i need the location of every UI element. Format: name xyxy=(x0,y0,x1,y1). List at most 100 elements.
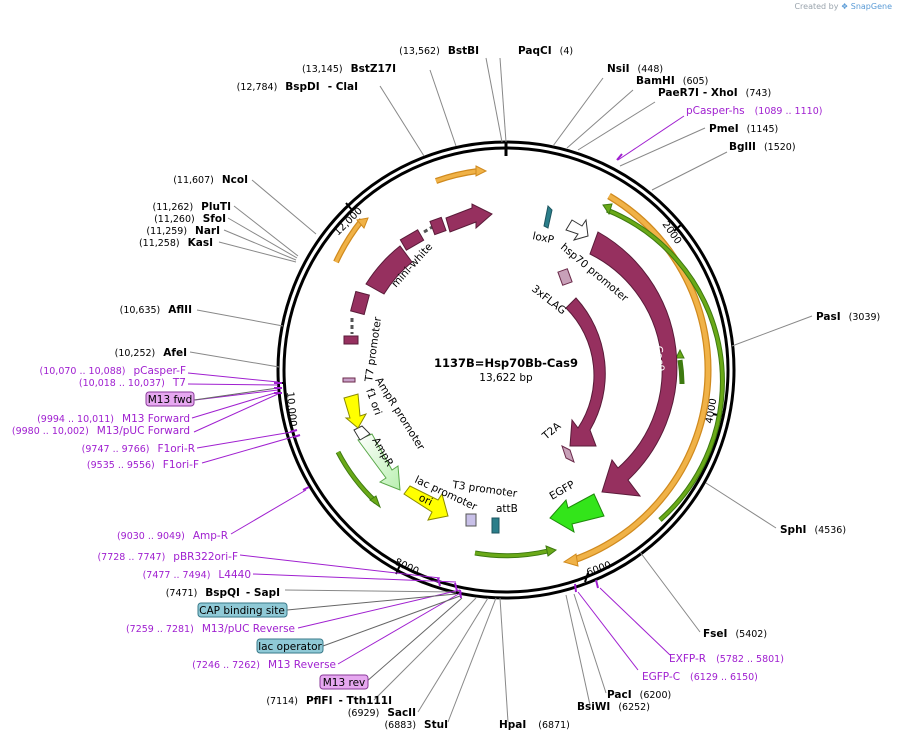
svg-text:PmeI(1145): PmeI(1145) xyxy=(709,123,778,135)
orf-arrowhead-right xyxy=(562,553,579,567)
site-hpai: HpaI xyxy=(499,719,526,731)
label-3xflag: 3xFLAG xyxy=(529,283,568,317)
credit-prefix: Created by xyxy=(794,2,839,11)
mini-white-seg-2 xyxy=(350,290,370,316)
orf-arrowhead-left xyxy=(356,217,369,229)
lac-operator-box xyxy=(256,638,324,654)
site-aflii: AflII xyxy=(168,304,192,316)
cap-binding-site-label: CAP binding site xyxy=(199,605,285,617)
svg-text:(10,018 .. 10,037)T7: (10,018 .. 10,037)T7 xyxy=(79,377,186,389)
primer-m13-forward: M13 Forward xyxy=(122,413,190,425)
primer-pbr322ori-f: pBR322ori-F xyxy=(173,551,238,563)
orf-arcs xyxy=(333,165,712,567)
site-bsiwi: BsiWI xyxy=(577,701,610,713)
primer-exfp-r: EXFP-R xyxy=(669,653,706,665)
cas9-outer-arrow xyxy=(589,231,678,497)
primer-f1ori-r: F1ori-R xyxy=(158,443,195,455)
svg-text:(11,260)SfoI: (11,260)SfoI xyxy=(154,213,226,225)
tick-label-10000: 10,000 xyxy=(284,391,298,427)
snapgene-logo-icon: ❖ xyxy=(841,2,849,11)
svg-text:(11,262)PluTI: (11,262)PluTI xyxy=(153,201,232,213)
plasmid-name: 1137B=Hsp70Bb-Cas9 xyxy=(434,356,578,370)
svg-text:PaeR7I- XhoI(743): PaeR7I- XhoI(743) xyxy=(658,87,771,99)
site-ncoi: NcoI xyxy=(222,174,248,186)
site-pluti: PluTI xyxy=(201,201,231,213)
f1-ori-arrow xyxy=(343,393,368,429)
label-egfp: EGFP xyxy=(548,479,578,503)
svg-text:(7477 .. 7494)L4440: (7477 .. 7494)L4440 xyxy=(143,569,251,581)
primer-t7: T7 xyxy=(172,377,186,389)
site-sfoi: SfoI xyxy=(203,213,226,225)
green-arrowhead-bottom xyxy=(545,545,558,557)
label-cas9-outer: Cas9 xyxy=(652,345,666,372)
svg-text:PaqCI(4): PaqCI(4) xyxy=(518,45,573,57)
svg-text:PasI(3039): PasI(3039) xyxy=(816,311,880,323)
site-paqci: PaqCI xyxy=(518,45,552,57)
svg-text:(10,070 .. 10,088)pCasper-F: (10,070 .. 10,088)pCasper-F xyxy=(40,365,186,377)
svg-text:SphI(4536): SphI(4536) xyxy=(780,524,846,536)
label-t2a: T2A xyxy=(539,420,564,443)
t7-promoter-marker xyxy=(342,377,356,383)
site-sacii: SacII xyxy=(387,707,416,719)
features xyxy=(342,203,678,534)
primer-labels: pCasper-hs(1089 .. 1110) EXFP-R(5782 .. … xyxy=(12,105,823,683)
green-arcs xyxy=(335,203,725,559)
primer-pcasper-f: pCasper-F xyxy=(134,365,187,377)
mini-white-seg-3 xyxy=(365,245,413,295)
site-stui: StuI xyxy=(424,719,448,731)
svg-text:(9030 .. 9049)Amp-R: (9030 .. 9049)Amp-R xyxy=(117,530,228,542)
svg-text:FseI(5402): FseI(5402) xyxy=(703,628,767,640)
tick-6000 xyxy=(584,572,589,583)
tick-label-6000: 6000 xyxy=(585,560,613,579)
svg-text:BglII(1520): BglII(1520) xyxy=(729,141,796,153)
svg-text:(7728 .. 7747)pBR322ori-F: (7728 .. 7747)pBR322ori-F xyxy=(97,551,238,563)
site-bstbi: BstBI xyxy=(448,45,479,57)
svg-text:(13,145)BstZ17I: (13,145)BstZ17I xyxy=(302,63,396,75)
m13-rev-label: M13 rev xyxy=(323,677,366,689)
site-bamhi: BamHI xyxy=(636,75,675,87)
loxp-marker xyxy=(543,204,553,229)
site-paci: PacI xyxy=(607,689,632,701)
site-bspdi: BspDI xyxy=(285,81,319,93)
lac-operator-label: lac operator xyxy=(258,641,322,653)
svg-text:(7246 .. 7262)M13 Reverse: (7246 .. 7262)M13 Reverse xyxy=(192,659,336,671)
mini-white-seg-5 xyxy=(429,216,447,236)
m13-fwd-box xyxy=(145,391,195,407)
tick-8000 xyxy=(395,564,401,575)
svg-text:HpaI(6871): HpaI(6871) xyxy=(499,719,570,731)
mini-white-arrow xyxy=(445,203,493,233)
svg-text:(11,259)NarI: (11,259)NarI xyxy=(146,225,220,237)
primer-egfp-c: EGFP-C xyxy=(642,671,680,683)
cas9-inner-arrow xyxy=(565,297,606,447)
site-nari: NarI xyxy=(195,225,220,237)
credit-brand: SnapGene xyxy=(850,2,892,11)
svg-text:(7114)PflFI- Tth111I: (7114)PflFI- Tth111I xyxy=(266,695,392,707)
m13-rev-box xyxy=(319,674,369,690)
site-kasi: KasI xyxy=(188,237,213,249)
svg-text:NsiI(448): NsiI(448) xyxy=(607,63,663,75)
svg-text:(6883)StuI: (6883)StuI xyxy=(384,719,448,731)
cap-binding-site-box xyxy=(197,602,288,618)
primer-m13-puc-forward: M13/pUC Forward xyxy=(97,425,190,437)
plasmid-size: 13,622 bp xyxy=(479,372,533,384)
svg-text:(7471)BspQI- SapI: (7471)BspQI- SapI xyxy=(166,587,280,599)
svg-text:BsiWI(6252): BsiWI(6252) xyxy=(577,701,650,713)
t2a-marker xyxy=(561,445,575,463)
green-arrowhead-right xyxy=(602,203,613,216)
egfp-arrow xyxy=(549,493,605,534)
site-fsei: FseI xyxy=(703,628,727,640)
tick-2000 xyxy=(673,223,683,232)
boxed-labels: M13 fwd CAP binding site lac operator M1… xyxy=(145,391,369,690)
3xflag-marker xyxy=(557,268,573,286)
svg-text:(9747 .. 9766)F1ori-R: (9747 .. 9766)F1ori-R xyxy=(82,443,195,455)
svg-text:pCasper-hs(1089 .. 1110): pCasper-hs(1089 .. 1110) xyxy=(686,105,822,117)
svg-text:(13,562)BstBI: (13,562)BstBI xyxy=(399,45,479,57)
ori-arrow xyxy=(403,485,449,521)
svg-text:(9535 .. 9556)F1ori-F: (9535 .. 9556)F1ori-F xyxy=(87,459,199,471)
site-leader-lines xyxy=(189,57,813,723)
primer-ticks xyxy=(274,153,623,599)
svg-text:(11,258)KasI: (11,258)KasI xyxy=(139,237,213,249)
label-ori: ori xyxy=(417,492,434,509)
primer-l4440: L4440 xyxy=(218,569,251,581)
